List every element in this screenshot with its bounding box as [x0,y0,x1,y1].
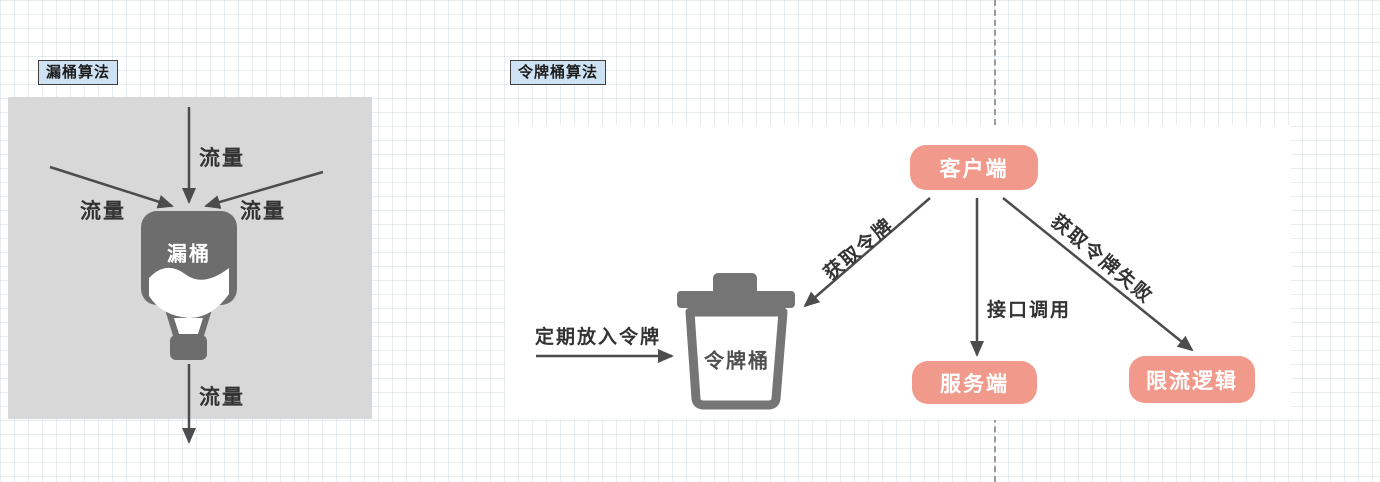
flow-label-out: 流量 [199,385,245,409]
token-bucket-label: 令牌桶 [704,348,770,373]
flow-label-left: 流量 [80,199,126,223]
token-bucket-algorithm-label: 令牌桶算法 [510,60,607,85]
bucket-water-wave [149,267,229,318]
server-node: 服务端 [912,361,1037,404]
edge-api-call-label: 接口调用 [987,299,1072,321]
acquire-token-arrow [803,197,931,308]
flow-label-right: 流量 [240,199,286,223]
bucket-neck-opening [174,318,203,334]
leaky-bucket-shape [141,211,237,360]
inflow-arrow-left [49,165,174,209]
client-node: 客户端 [910,145,1038,190]
acquire-fail-arrow [1002,197,1194,352]
leaky-bucket-label: 漏桶 [167,241,211,266]
refill-tokens-label: 定期放入令牌 [535,326,662,348]
token-bucket-shape [677,273,795,410]
flow-label-top: 流量 [199,146,245,170]
leaky-bucket-algorithm-label: 漏桶算法 [38,60,119,85]
limit-logic-node: 限流逻辑 [1129,356,1255,403]
inflow-arrow-right [204,170,324,209]
